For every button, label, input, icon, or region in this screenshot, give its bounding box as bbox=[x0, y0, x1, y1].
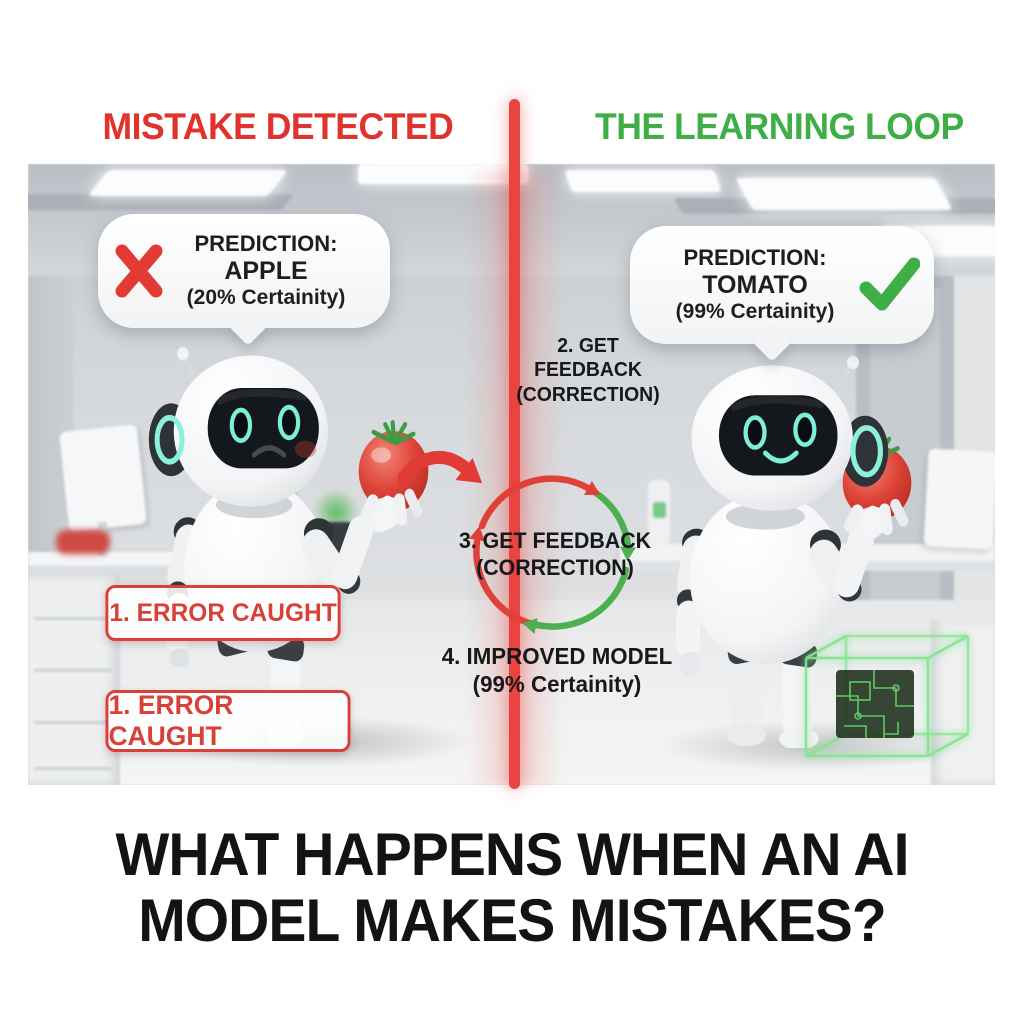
curved-arrow-icon bbox=[398, 451, 483, 486]
bubble-line: (99% Certainity) bbox=[675, 300, 835, 324]
robot-arm-tomato bbox=[301, 516, 374, 594]
red-divider-line bbox=[509, 99, 520, 789]
bubble-line: PREDICTION: bbox=[683, 244, 827, 270]
right-drawer-unit bbox=[931, 620, 995, 785]
robot-eye bbox=[793, 412, 817, 447]
step-2-label: 2. GET FEEDBACK (CORRECTION) bbox=[516, 335, 660, 406]
bubble-line: (20% Certainity) bbox=[186, 286, 346, 310]
antenna-icon bbox=[177, 346, 189, 361]
blush bbox=[294, 440, 317, 458]
smile-mouth bbox=[763, 450, 799, 464]
x-icon bbox=[115, 244, 163, 298]
bubble-line: APPLE bbox=[224, 256, 308, 285]
check-icon bbox=[859, 257, 920, 311]
left-title: MISTAKE DETECTED bbox=[102, 106, 454, 147]
robot-head bbox=[691, 356, 889, 511]
robot-sad bbox=[148, 346, 429, 746]
robot-body bbox=[689, 492, 845, 664]
desk-monitor bbox=[58, 424, 148, 532]
robot-arm-tomato bbox=[809, 527, 874, 602]
robot-head bbox=[148, 346, 328, 507]
hologram-cube-icon bbox=[804, 634, 970, 758]
sad-mouth bbox=[251, 445, 287, 458]
step-3-label: 3. GET FEEDBACK (CORRECTION) bbox=[458, 528, 652, 580]
main-title: WHAT HAPPENS WHEN AN AI MODEL MAKES MIST… bbox=[115, 821, 909, 954]
right-title: THE LEARNING LOOP bbox=[595, 106, 964, 147]
robot-eye bbox=[743, 415, 767, 450]
bubble-line: PREDICTION: bbox=[194, 230, 338, 256]
bubble-line: TOMATO bbox=[702, 270, 808, 299]
step-4-label: 4. IMPROVED MODEL (99% Certainity) bbox=[441, 643, 673, 698]
loop-icon bbox=[469, 475, 636, 634]
robot-happy bbox=[675, 356, 912, 748]
prediction-bubble-correct: PREDICTION: TOMATO (99% Certainity) bbox=[630, 226, 934, 344]
antenna-icon bbox=[846, 356, 859, 370]
error-caught-box: 1. ERROR CAUGHT bbox=[105, 690, 351, 752]
error-caught-box: 1. ERROR CAUGHT bbox=[105, 585, 341, 641]
ear-ring-icon bbox=[154, 414, 185, 465]
red-desk-object bbox=[56, 530, 110, 554]
robot-hand bbox=[360, 488, 423, 533]
robot-hand bbox=[844, 498, 909, 542]
robot-eye bbox=[277, 404, 301, 441]
prediction-bubble-wrong: PREDICTION: APPLE (20% Certainity) bbox=[98, 214, 390, 328]
left-drawer-unit bbox=[28, 575, 120, 785]
robot-eye bbox=[229, 407, 253, 444]
ear-ring-icon bbox=[850, 425, 884, 478]
